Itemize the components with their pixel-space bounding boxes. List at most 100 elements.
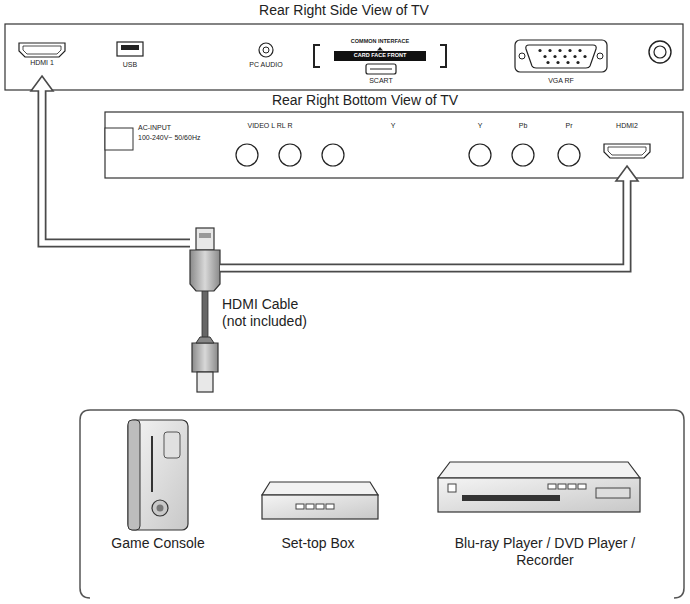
- rca-jacks: [279, 144, 301, 166]
- hdmi-socket: [23, 46, 61, 54]
- rf-port: [654, 46, 666, 58]
- rca-jacks: [322, 144, 344, 166]
- scart-port: [370, 69, 392, 70]
- device-box: Blu-ray Player / DVD Player / Recorder: [437, 455, 653, 595]
- vga-pin: [546, 61, 549, 64]
- audio-jack: [259, 43, 273, 57]
- node-label: HDMI Cable (not included): [222, 296, 322, 330]
- device-bracket: [80, 410, 684, 598]
- scart-port: [366, 64, 396, 74]
- connector-outline: [220, 181, 627, 269]
- vga-pin: [568, 49, 571, 52]
- tv-bottom-panel: [105, 112, 683, 178]
- vga-port: [515, 40, 607, 72]
- port-label: USB: [123, 61, 137, 68]
- bluray-player: [568, 484, 576, 489]
- tv-side-panel: [5, 24, 683, 90]
- vga-port: [519, 53, 525, 59]
- hdmi-cable: [190, 250, 220, 291]
- label-anchor: Y: [478, 122, 483, 129]
- tv-bottom-panel: [105, 128, 133, 150]
- hdmi-cable: [199, 233, 211, 238]
- set-top-box: [316, 504, 324, 509]
- port-label: AC-INPUT: [138, 124, 171, 131]
- vga-pin: [573, 55, 576, 58]
- node-label: Game Console: [100, 535, 216, 552]
- bluray-player: [558, 484, 566, 489]
- hdmi-cable: [202, 290, 208, 344]
- tv-bottom-panel: [105, 112, 683, 178]
- set-top-box: [262, 482, 378, 495]
- connector-outline: [42, 91, 190, 244]
- set-top-box: [296, 504, 304, 509]
- vga-pin: [548, 49, 551, 52]
- node-label: Blu-ray Player / DVD Player / Recorder: [437, 535, 653, 569]
- label-anchor: VGA RF: [548, 77, 574, 84]
- label-anchor: COMMON INTERFACE: [351, 39, 409, 45]
- tv-side-panel-box: HDMI 1Rear Right Side View of TV: [5, 2, 683, 90]
- vga-pin: [566, 61, 569, 64]
- port-label: 100-240V~ 50/60Hz: [138, 134, 200, 141]
- game-console: [157, 505, 164, 512]
- set-top-box: [326, 504, 334, 509]
- vga-port: [515, 40, 607, 72]
- tv-side-panel: [5, 24, 683, 90]
- vga-pin: [553, 55, 556, 58]
- bluray-player: [462, 495, 560, 501]
- rca-jacks: [236, 144, 580, 166]
- port-label: PC AUDIO: [249, 61, 282, 68]
- label-anchor: CARD FACE FRONT: [354, 53, 407, 59]
- vga-port: [526, 45, 596, 68]
- device-bracket: [80, 410, 684, 598]
- audio-jack: [263, 47, 269, 53]
- vga-pin: [563, 55, 566, 58]
- hdmi-cable: [190, 228, 220, 392]
- common-interface-slot: [334, 51, 426, 61]
- hdmi-socket: [608, 147, 646, 155]
- hdmi-socket: [14, 40, 70, 76]
- usb-port: [121, 45, 139, 50]
- port-label: Pr: [566, 122, 573, 129]
- hdmi-cable: [192, 343, 218, 372]
- hdmi-cable: [197, 372, 213, 392]
- rca-jacks: [236, 144, 258, 166]
- usb-port: [117, 42, 143, 56]
- label-anchor: Pr: [566, 122, 573, 129]
- vga-pin: [576, 61, 579, 64]
- port-label: CARD FACE FRONT: [354, 53, 407, 59]
- connector-fill: [220, 178, 627, 268]
- bluray-player: [578, 484, 586, 489]
- label-anchor: Pb: [519, 122, 528, 129]
- game-console: [152, 500, 168, 516]
- port-label: Y: [478, 122, 483, 129]
- label-anchor: SCART: [369, 77, 393, 84]
- usb-port: [117, 42, 143, 56]
- bluray-player: [448, 484, 456, 492]
- label-anchor: Y: [391, 122, 396, 129]
- device-box: Set-top Box: [258, 470, 378, 560]
- node-label: Rear Right Bottom View of TV: [135, 92, 595, 109]
- connector-arrow: [220, 166, 638, 268]
- rf-port: [649, 41, 671, 63]
- hdmi-socket: [19, 43, 65, 57]
- bluray-player: [596, 488, 630, 498]
- audio-jack: [259, 43, 273, 57]
- bluray-player: [438, 462, 640, 478]
- label-anchor: AC-INPUT: [138, 124, 171, 131]
- vga-pin: [543, 55, 546, 58]
- set-top-box: [262, 495, 378, 519]
- port-label: COMMON INTERFACE: [351, 39, 409, 45]
- common-interface-slot: [440, 45, 446, 67]
- vga-pin: [556, 61, 559, 64]
- port-label: HDMI2: [600, 122, 654, 130]
- set-top-box: [306, 504, 314, 509]
- device-box: Game Console: [100, 420, 216, 560]
- vga-pin: [558, 49, 561, 52]
- vga-port: [597, 53, 603, 59]
- scart-port: [366, 64, 396, 74]
